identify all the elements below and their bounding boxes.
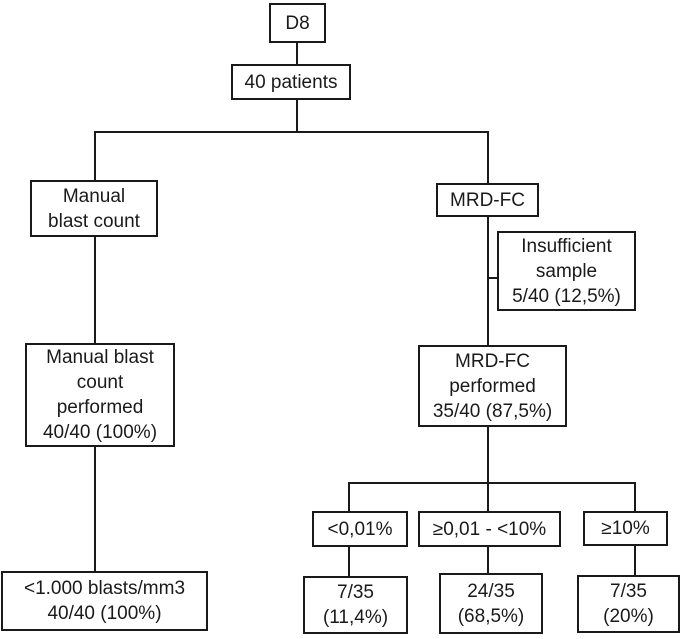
node-manual-performed-line: 40/40 (100%) [42,422,158,443]
node-category-001-to-10-label: ≥0,01 - <10% [432,518,547,540]
node-insufficient-sample-line: Insufficient [521,235,612,257]
node-mrd-fc-performed: MRD-FC performed 35/40 (87,5%) [418,345,567,427]
node-insufficient-sample-line: sample [535,260,598,282]
node-manual-blast-count-line: blast count [48,210,140,232]
node-result-001-to-10-line: 24/35 [467,580,515,602]
node-manual-performed-line: performed [56,397,144,418]
node-category-above-10-label: ≥10% [601,518,650,539]
node-mrd-performed-line: 35/40 (87,5%) [432,400,553,422]
node-category-001-to-10: ≥0,01 - <10% [418,511,561,547]
node-manual-blast-count: Manual blast count [30,180,158,237]
node-insufficient-sample-line: 5/40 (12,5%) [512,285,621,307]
node-blasts-result-line: <1.000 blasts/mm3 [23,578,186,599]
node-40-patients-label: 40 patients [244,71,338,93]
node-result-below-001-line: (11,4%) [322,607,389,628]
node-category-below-001-label: <0,01% [327,518,393,540]
node-result-001-to-10-line: (68,5%) [457,605,525,627]
node-manual-blast-count-performed: Manual blast count performed 40/40 (100%… [25,343,175,447]
node-category-below-001: <0,01% [312,511,408,547]
node-blasts-result-line: 40/40 (100%) [47,603,162,624]
node-d8: D8 [269,3,326,43]
node-manual-performed-line: Manual blast [46,347,154,368]
node-mrd-fc: MRD-FC [436,183,539,217]
node-manual-blast-count-line: Manual [62,185,126,207]
node-category-above-10: ≥10% [583,511,668,546]
node-insufficient-sample: Insufficient sample 5/40 (12,5%) [497,231,636,311]
node-result-below-001-line: 7/35 [337,582,374,603]
node-mrd-fc-label: MRD-FC [450,189,525,211]
node-40-patients: 40 patients [231,64,351,100]
node-result-above-10-line: 7/35 [610,581,647,602]
node-result-001-to-10: 24/35 (68,5%) [439,573,543,634]
node-d8-label: D8 [285,12,310,34]
node-mrd-performed-line: MRD-FC [455,350,530,372]
node-mrd-performed-line: performed [449,375,536,397]
node-result-above-10: 7/35 (20%) [577,575,680,633]
node-manual-performed-line: count [76,372,124,393]
node-result-below-001: 7/35 (11,4%) [303,576,408,634]
node-blasts-result: <1.000 blasts/mm3 40/40 (100%) [1,571,208,631]
node-result-above-10-line: (20%) [603,606,654,627]
